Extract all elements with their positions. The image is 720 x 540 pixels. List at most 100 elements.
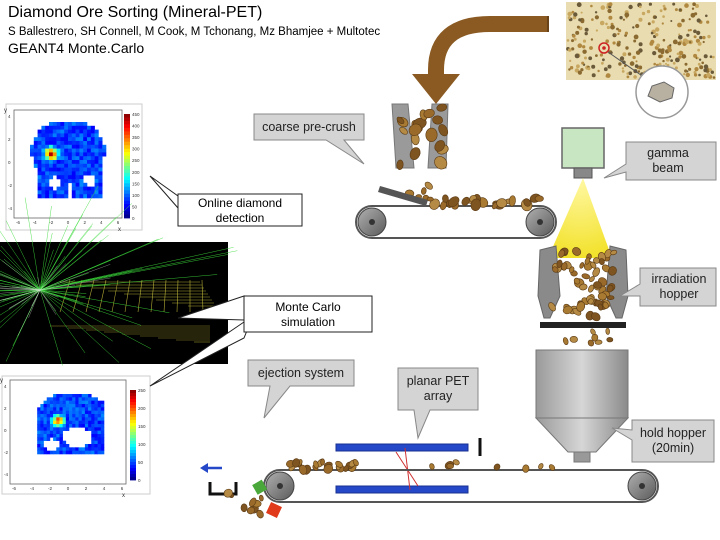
ore-grain [635, 23, 640, 29]
colorbar-tick: 0 [138, 478, 141, 483]
heatmap-cell [49, 152, 54, 157]
heatmap-cell [102, 152, 107, 157]
heatmap-cell [43, 414, 48, 418]
heatmap-cell [49, 450, 54, 455]
heatmap-cell [40, 447, 44, 451]
heatmap-cell [75, 129, 80, 134]
heatmap-cell [49, 144, 54, 149]
heatmap-cell [100, 430, 105, 435]
ore-grain [628, 4, 633, 10]
heatmap-cell [78, 417, 83, 421]
heatmap-cell [90, 148, 95, 153]
heatmap-cell [68, 133, 73, 138]
heatmap-cell [37, 163, 42, 168]
heatmap-cell [75, 420, 79, 425]
heatmap-cell [91, 447, 95, 451]
heatmap-cell [65, 427, 70, 431]
ore-grain [678, 8, 682, 11]
heatmap-cell [46, 410, 51, 415]
ore-grain [686, 33, 690, 37]
heatmap-cell [87, 194, 92, 199]
rock [534, 195, 544, 202]
heatmap-cell [83, 137, 88, 142]
heatmap-cell [65, 397, 70, 401]
heatmap-cell [60, 179, 65, 184]
heatmap-cell [59, 440, 63, 445]
heatmap-cell [37, 167, 42, 172]
heatmap-cell [79, 133, 84, 138]
ore-grain [652, 51, 657, 56]
heatmap-cell [30, 152, 35, 157]
heatmap-cell [94, 175, 99, 180]
heatmap-cell [56, 148, 61, 153]
heatmap-cell [37, 407, 41, 411]
colorbar-segment [130, 474, 136, 478]
heatmap-cell [49, 194, 54, 199]
heatmap-cell [65, 450, 70, 455]
heatmap-cell [100, 450, 105, 455]
heatmap-cell [81, 450, 86, 455]
heatmap-cell [97, 420, 102, 425]
heatmap-cell [49, 122, 54, 127]
ore-grain [590, 4, 593, 8]
mc-grid-line [163, 279, 167, 313]
ore-grain [618, 29, 622, 33]
ore-grain [641, 11, 646, 16]
heatmap-cell [40, 424, 44, 428]
heatmap-cell [46, 417, 51, 421]
heatmap-cell [75, 144, 80, 149]
heatmap-cell [37, 129, 42, 134]
ore-grain [662, 59, 665, 63]
heatmap-cell [49, 404, 54, 408]
heatmap-cell [90, 194, 95, 199]
rock [558, 249, 565, 258]
heatmap-cell [98, 182, 103, 187]
rock [452, 459, 460, 466]
rock [396, 116, 405, 125]
heatmap-cell [64, 137, 69, 142]
heatmap-cell [49, 417, 54, 421]
ore-grain [702, 40, 705, 44]
mc-grid-line [137, 279, 143, 313]
ore-grain [608, 2, 613, 7]
ore-grain [616, 27, 619, 31]
heatmap-cell [75, 141, 80, 146]
heatmap-cell [79, 171, 84, 176]
mc-track [21, 289, 41, 305]
heatmap-cell [69, 407, 73, 411]
mc-grid-line [111, 279, 119, 313]
heatmap-cell [52, 129, 57, 134]
heatmap-cell [33, 160, 38, 165]
y-tick: 4 [8, 114, 11, 119]
ore-grain [584, 31, 588, 36]
heatmap-cell [75, 175, 80, 180]
ore-grain [703, 68, 708, 73]
heatmap-cell [90, 156, 95, 161]
heatmap-cell [71, 152, 76, 157]
heatmap-cell [87, 141, 92, 146]
heatmap-cell [71, 144, 76, 149]
heatmap-cell [88, 410, 92, 415]
heatmap-cell [69, 397, 73, 401]
heatmap-cell [56, 407, 60, 411]
ore-grain [669, 44, 672, 47]
heatmap-cell [49, 175, 54, 180]
heatmap-cell [97, 430, 102, 435]
heatmap-cell [94, 171, 99, 176]
heatmap-cell [78, 447, 83, 451]
heatmap-cell [79, 167, 84, 172]
heatmap-cell [33, 152, 38, 157]
ore-grain [595, 54, 598, 57]
heatmap-cell [72, 414, 76, 418]
heatmap-cell [43, 430, 48, 435]
heatmap-cell [64, 129, 69, 134]
colorbar-segment [124, 131, 130, 136]
heatmap-cell [72, 394, 76, 398]
colorbar-segment [130, 447, 136, 451]
heatmap-cell [71, 186, 76, 191]
heatmap-cell [59, 447, 63, 451]
heatmap-cell [71, 179, 76, 184]
heatmap-cell [94, 407, 98, 411]
ore-grain [597, 69, 600, 73]
colorbar-segment [130, 459, 136, 463]
